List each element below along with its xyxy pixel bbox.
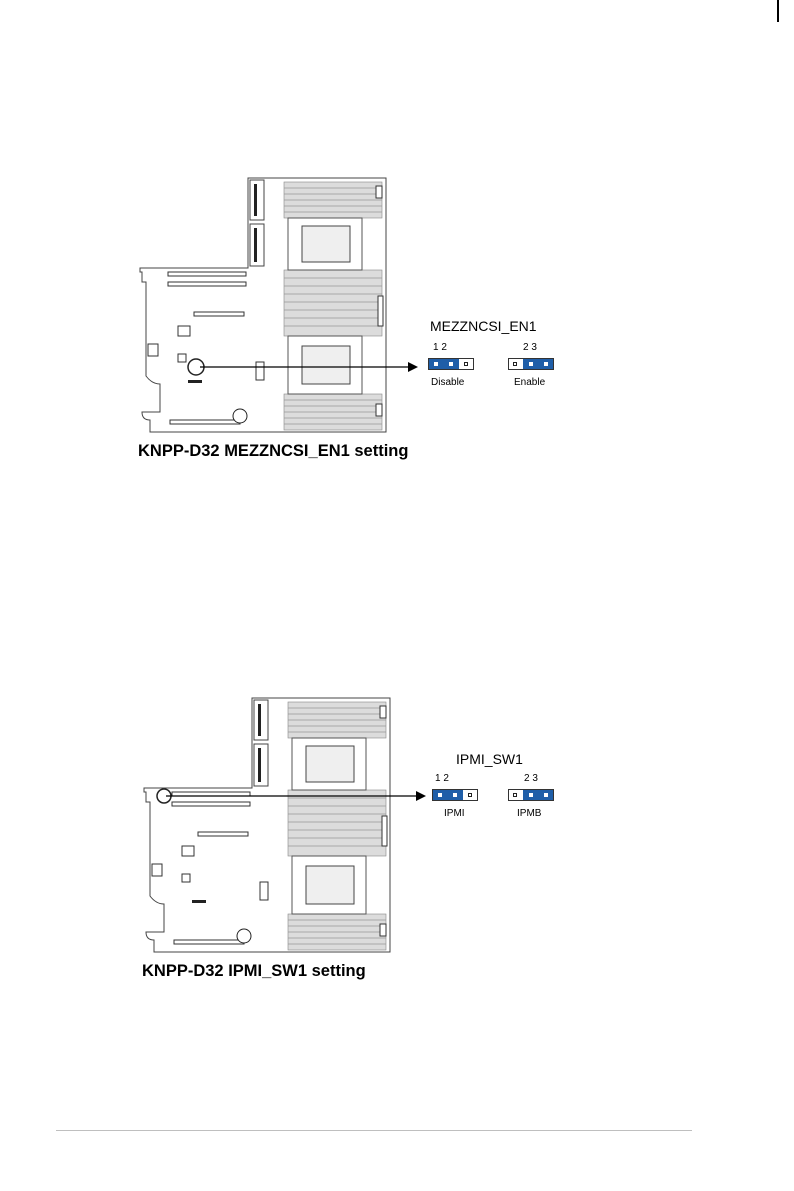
- pointer-arrow-2: [166, 789, 428, 803]
- pin-1: [438, 793, 442, 797]
- figure-caption-2: KNPP-D32 IPMI_SW1 setting: [142, 962, 366, 981]
- figure-caption-1: KNPP-D32 MEZZNCSI_EN1 setting: [138, 442, 408, 461]
- jumper-disable: [428, 358, 474, 370]
- setting-label-disable: Disable: [431, 377, 464, 388]
- setting-label-ipmb: IPMB: [517, 808, 541, 819]
- pointer-arrow-1: [200, 360, 420, 374]
- pin-1: [434, 362, 438, 366]
- jumper-ipmb: [508, 789, 554, 801]
- pin-numbers-left: 1 2: [435, 773, 449, 784]
- page-corner-mark: [777, 0, 779, 22]
- jumper-ipmi: [432, 789, 478, 801]
- pin-2: [529, 793, 533, 797]
- motherboard-diagram-2: [142, 696, 392, 954]
- pin-numbers-right: 2 3: [524, 773, 538, 784]
- jumper-name: MEZZNCSI_EN1: [430, 318, 537, 334]
- jumper-enable: [508, 358, 554, 370]
- pin-2: [453, 793, 457, 797]
- setting-label-enable: Enable: [514, 377, 545, 388]
- pin-3: [468, 793, 472, 797]
- motherboard-diagram-1: [138, 176, 388, 434]
- jumper-cap: [523, 359, 553, 369]
- pin-2: [449, 362, 453, 366]
- footer-rule: [56, 1130, 692, 1131]
- pin-numbers-right: 2 3: [523, 342, 537, 353]
- pin-3: [544, 362, 548, 366]
- pin-1: [513, 793, 517, 797]
- pin-2: [529, 362, 533, 366]
- pin-3: [464, 362, 468, 366]
- pin-1: [513, 362, 517, 366]
- pin-3: [544, 793, 548, 797]
- setting-label-ipmi: IPMI: [444, 808, 465, 819]
- jumper-cap: [523, 790, 553, 800]
- pin-numbers-left: 1 2: [433, 342, 447, 353]
- jumper-name: IPMI_SW1: [456, 751, 523, 767]
